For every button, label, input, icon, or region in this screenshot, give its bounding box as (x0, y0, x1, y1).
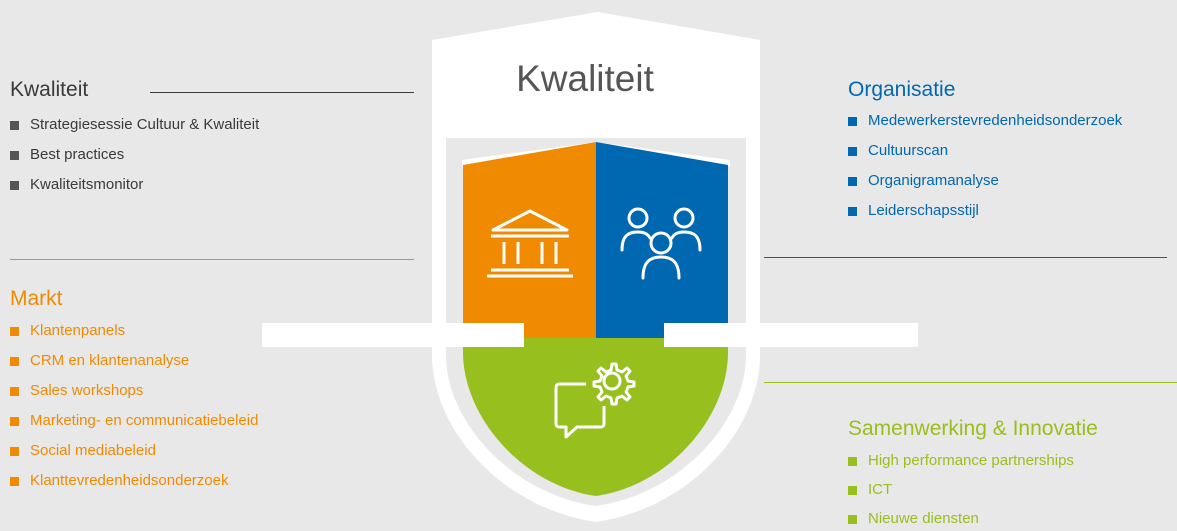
samenwerking-rule (764, 382, 1177, 383)
section-title-organisatie: Organisatie (848, 78, 956, 101)
list-item: Klantenpanels (10, 322, 258, 352)
list-item: Best practices (10, 146, 259, 176)
organisatie-rule (764, 257, 1167, 258)
list-item: Nieuwe diensten (848, 510, 1074, 530)
chat-gear-icon (554, 362, 636, 439)
list-item-label: Cultuurscan (868, 142, 949, 159)
list-item-label: High performance partnerships (868, 452, 1074, 469)
center-title: Kwaliteit (516, 58, 654, 99)
section-title-samenwerking: Samenwerking & Innovatie (848, 417, 1098, 440)
list-item-label: Sales workshops (30, 382, 144, 399)
list-item: Social mediabeleid (10, 442, 258, 472)
orange-quadrant (463, 142, 596, 338)
list-item: High performance partnerships (848, 452, 1074, 481)
list-item: Klanttevredenheidsonderzoek (10, 472, 258, 502)
right-white-bar (664, 323, 918, 347)
bullet-square-icon (848, 147, 857, 156)
list-item-label: Klanttevredenheidsonderzoek (30, 472, 229, 489)
list-item-label: Kwaliteitsmonitor (30, 176, 144, 193)
list-item: ICT (848, 481, 1074, 510)
list-item: Marketing- en communicatiebeleid (10, 412, 258, 442)
bullet-square-icon (10, 181, 19, 190)
list-item: Medewerkerstevredenheidsonderzoek (848, 112, 1122, 142)
section-title-kwaliteit: Kwaliteit (10, 78, 89, 101)
bullet-square-icon (10, 477, 19, 486)
list-item-label: Strategiesessie Cultuur & Kwaliteit (30, 116, 260, 133)
institution-building-icon (487, 209, 573, 278)
samenwerking-list: High performance partnerships ICT Nieuwe… (848, 452, 1074, 530)
bullet-square-icon (848, 207, 857, 216)
bullet-square-icon (10, 327, 19, 336)
left-white-bar (262, 323, 524, 347)
markt-rule (10, 259, 414, 260)
list-item: Sales workshops (10, 382, 258, 412)
list-item: CRM en klantenanalyse (10, 352, 258, 382)
bullet-square-icon (848, 515, 857, 524)
list-item-label: Organigramanalyse (868, 172, 999, 189)
list-item-label: ICT (868, 481, 893, 498)
people-group-icon (620, 207, 702, 280)
list-item-label: Nieuwe diensten (868, 510, 979, 527)
kwaliteit-list: Strategiesessie Cultuur & Kwaliteit Best… (10, 116, 259, 206)
section-title-markt: Markt (10, 287, 63, 310)
bullet-square-icon (848, 117, 857, 126)
shield-top-cap (432, 12, 760, 120)
bullet-square-icon (848, 177, 857, 186)
list-item-label: Marketing- en communicatiebeleid (30, 412, 259, 429)
list-item-label: Leiderschapsstijl (868, 202, 979, 219)
markt-list: Klantenpanels CRM en klantenanalyse Sale… (10, 322, 258, 502)
list-item: Strategiesessie Cultuur & Kwaliteit (10, 116, 259, 146)
bullet-square-icon (10, 121, 19, 130)
list-item: Kwaliteitsmonitor (10, 176, 259, 206)
blue-quadrant (596, 142, 728, 338)
list-item: Leiderschapsstijl (848, 202, 1122, 232)
bullet-square-icon (10, 417, 19, 426)
bullet-square-icon (848, 486, 857, 495)
green-quadrant (463, 338, 728, 496)
list-item: Organigramanalyse (848, 172, 1122, 202)
list-item-label: Best practices (30, 146, 125, 163)
organisatie-list: Medewerkerstevredenheidsonderzoek Cultuu… (848, 112, 1122, 232)
bullet-square-icon (10, 387, 19, 396)
list-item-label: Klantenpanels (30, 322, 126, 339)
kwaliteit-rule (150, 92, 414, 93)
list-item-label: Medewerkerstevredenheidsonderzoek (868, 112, 1123, 129)
list-item-label: CRM en klantenanalyse (30, 352, 190, 369)
bullet-square-icon (848, 457, 857, 466)
list-item: Cultuurscan (848, 142, 1122, 172)
bullet-square-icon (10, 447, 19, 456)
bullet-square-icon (10, 357, 19, 366)
bullet-square-icon (10, 151, 19, 160)
list-item-label: Social mediabeleid (30, 442, 156, 459)
